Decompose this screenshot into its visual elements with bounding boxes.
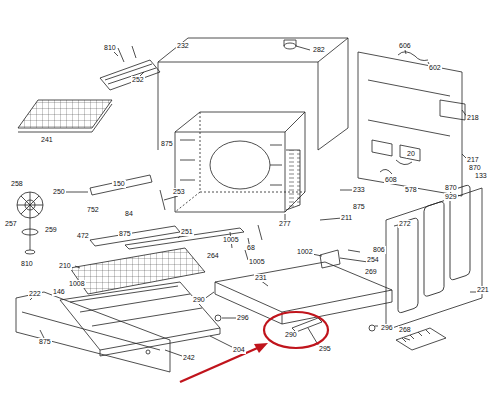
highlight-circle [264, 312, 328, 348]
callout-number: 472 [76, 232, 90, 240]
callout-number: 210 [58, 262, 72, 270]
outer-case [158, 38, 348, 62]
switch-part [320, 250, 340, 268]
callout-number: 870 [468, 164, 482, 172]
callout-number: 602 [428, 64, 442, 72]
callout-number: 133 [474, 172, 488, 180]
callout-number: 242 [182, 354, 196, 362]
callout-number: 221 [476, 286, 490, 294]
callout-number: 1005 [248, 258, 266, 266]
callout-number: 929 [444, 193, 458, 201]
callout-number: 218 [466, 114, 480, 122]
burner-bracket [90, 175, 152, 195]
drawer-pan [215, 262, 392, 312]
callout-number: 875 [352, 203, 366, 211]
callout-number: 752 [86, 206, 100, 214]
convection-fan [17, 192, 43, 218]
callout-number: 810 [103, 44, 117, 52]
callout-number: 259 [44, 226, 58, 234]
callout-number: 252 [131, 76, 145, 84]
rack-support [90, 226, 180, 246]
callout-number: 217 [466, 156, 480, 164]
callout-number: 250 [52, 188, 66, 196]
highlight-arrow [180, 346, 262, 382]
callout-number: 870 [444, 184, 458, 192]
callout-number: 296 [380, 324, 394, 332]
callout-number: 251 [180, 228, 194, 236]
callout-number: 146 [52, 288, 66, 296]
callout-number: 875 [118, 230, 132, 238]
callout-number: 282 [312, 46, 326, 54]
back-panel [358, 52, 462, 196]
callout-number: 254 [366, 256, 380, 264]
drawer-front-panel [16, 292, 170, 372]
callout-number: 875 [160, 140, 174, 148]
oven-cavity [175, 132, 285, 212]
callout-number: 810 [20, 260, 34, 268]
callout-number: 1008 [68, 280, 86, 288]
callout-number: 241 [40, 136, 54, 144]
callout-number: 277 [278, 220, 292, 228]
callout-number: 269 [364, 268, 378, 276]
drawer-slide-part [292, 318, 322, 332]
callout-number: 257 [4, 220, 18, 228]
callout-number: 1002 [296, 248, 314, 256]
warming-drawer [60, 282, 220, 350]
callout-number: 608 [384, 176, 398, 184]
callout-number: 875 [38, 338, 52, 346]
callout-number: 68 [246, 244, 256, 252]
broil-element [100, 60, 160, 90]
callout-number: 606 [398, 42, 412, 50]
callout-number: 290 [284, 331, 298, 339]
callout-number: 231 [254, 274, 268, 282]
callout-number: 20 [406, 150, 416, 158]
highlight-arrowhead [254, 343, 268, 353]
callout-number: 233 [352, 186, 366, 194]
callout-number: 264 [206, 252, 220, 260]
side-panel [386, 188, 482, 330]
callout-number: 84 [124, 210, 134, 218]
callout-number: 272 [398, 220, 412, 228]
callout-number: 806 [372, 246, 386, 254]
callout-number: 222 [28, 290, 42, 298]
callout-number: 150 [112, 180, 126, 188]
callout-number: 204 [232, 346, 246, 354]
callout-number: 290 [192, 296, 206, 304]
callout-number: 1005 [222, 236, 240, 244]
callout-number: 268 [398, 326, 412, 334]
callout-number: 232 [176, 42, 190, 50]
callout-number: 258 [10, 180, 24, 188]
callout-number: 296 [236, 314, 250, 322]
callout-number: 295 [318, 345, 332, 353]
callout-number: 578 [404, 186, 418, 194]
callout-number: 253 [172, 188, 186, 196]
callout-number: 211 [340, 214, 353, 222]
